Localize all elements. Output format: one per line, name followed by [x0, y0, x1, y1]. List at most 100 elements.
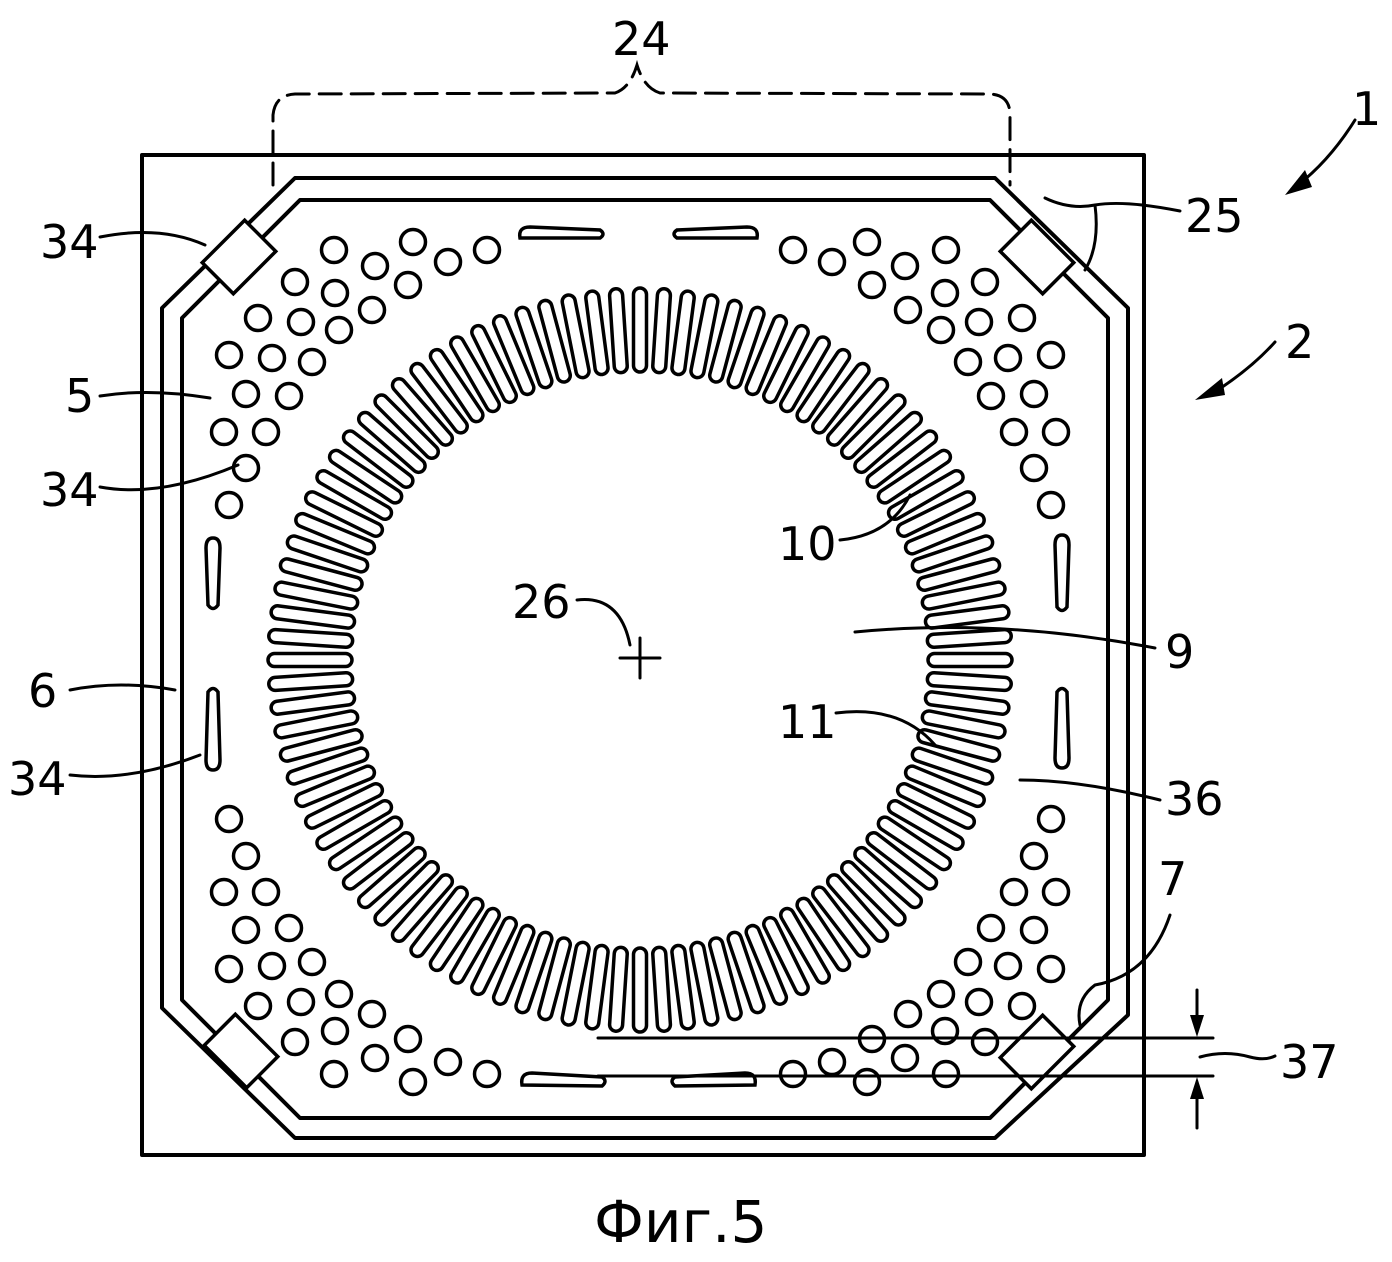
stator-slot: [651, 945, 673, 1033]
cooling-hole: [778, 1059, 808, 1089]
stator-slot: [910, 534, 995, 574]
stator-slot: [916, 727, 1002, 763]
cooling-hole: [433, 247, 463, 277]
leader-lines: [68, 118, 1357, 1027]
corner-recess-top-left: [199, 217, 279, 297]
cooling-hole: [274, 381, 304, 411]
cooling-hole: [214, 804, 244, 834]
cooling-hole: [243, 303, 273, 333]
cooling-hole: [930, 1016, 960, 1046]
stator-slot: [428, 347, 485, 424]
stator-slot: [707, 936, 743, 1022]
leader-2-arrowhead: [1195, 378, 1225, 400]
stator-slot: [449, 906, 501, 985]
stator-slot: [266, 651, 354, 669]
stator-slot: [811, 361, 871, 435]
cooling-hole: [964, 307, 994, 337]
stator-slot: [910, 746, 995, 786]
cooling-hole: [1019, 379, 1049, 409]
cooling-hole: [286, 987, 316, 1017]
stator-slot: [865, 429, 939, 489]
stator-slot: [373, 393, 441, 461]
leader-34c: [68, 753, 202, 778]
cooling-hole: [964, 987, 994, 1017]
cooling-hole: [993, 343, 1023, 373]
stator-slot: [726, 305, 766, 390]
label-2: 2: [1285, 315, 1314, 369]
cooling-hole: [398, 1067, 428, 1097]
cooling-hole: [817, 247, 847, 277]
leader-6: [68, 683, 177, 692]
cooling-hole: [280, 1027, 310, 1057]
cooling-hole: [231, 915, 261, 945]
tapered-slot-left-upper: [204, 536, 222, 611]
stator-slot: [825, 873, 890, 944]
stator-slot: [267, 627, 355, 649]
stator-slot: [853, 410, 924, 475]
cooling-hole: [360, 1043, 390, 1073]
cooling-hole: [280, 267, 310, 297]
arrow-up: [1190, 1077, 1204, 1099]
stator-slot: [920, 709, 1007, 740]
cooling-hole: [324, 979, 354, 1009]
cooling-hole: [1019, 453, 1049, 483]
cooling-hole: [976, 913, 1006, 943]
stator-slot: [269, 604, 357, 630]
stator-slot: [925, 671, 1013, 693]
leader-34a: [98, 231, 207, 247]
label-6: 6: [28, 664, 57, 718]
cooling-hole: [893, 295, 923, 325]
leader-10: [838, 493, 912, 542]
stator-slot: [607, 287, 629, 375]
cooling-hole: [297, 347, 327, 377]
stator-slot: [390, 873, 455, 944]
stator-slot: [584, 943, 610, 1031]
stator-slot: [895, 782, 977, 830]
stator-slot: [670, 943, 696, 1031]
reference-labels: 24 1 25 2 34 5 34 10 26 9 6 11 34 36 7 3…: [8, 12, 1381, 1089]
stator-slot: [631, 946, 649, 1034]
label-7: 7: [1158, 852, 1187, 906]
tapered-slot-top-left: [517, 225, 605, 240]
stator-slot: [303, 490, 385, 538]
cooling-hole: [393, 270, 423, 300]
stator-slot: [811, 885, 871, 959]
stator-slot: [449, 335, 501, 414]
cooling-hole: [852, 1067, 882, 1097]
cooling-hole: [976, 381, 1006, 411]
tapered-slot-right-lower: [1053, 686, 1071, 770]
label-34-top: 34: [40, 215, 99, 269]
label-34-low: 34: [8, 752, 67, 806]
stator-slot: [839, 393, 907, 461]
cooling-hole: [472, 1059, 502, 1089]
stator-slot: [920, 580, 1007, 611]
stator-slot: [903, 764, 986, 809]
stator-slot: [303, 782, 385, 830]
stator-slot: [839, 859, 907, 927]
cooling-hole: [857, 270, 887, 300]
tapered-slot-left-lower: [204, 686, 222, 772]
corner-recess-bottom-left: [201, 1011, 281, 1091]
stator-slot: [707, 298, 743, 384]
stator-slot: [607, 945, 629, 1033]
cooling-hole: [931, 235, 961, 265]
cooling-hole: [231, 379, 261, 409]
tapered-slot-right-upper: [1053, 533, 1071, 613]
cooling-hole: [970, 1027, 1000, 1057]
stator-slot: [278, 557, 364, 593]
stator-slot: [373, 859, 441, 927]
cooling-hole: [209, 877, 239, 907]
leader-25: [1043, 196, 1182, 272]
cooling-hole: [1019, 915, 1049, 945]
stator-slot: [689, 940, 720, 1027]
leader-34b: [98, 463, 240, 492]
stator-slot: [470, 323, 518, 405]
stator-slot: [294, 511, 377, 556]
leader-11: [834, 710, 937, 747]
cooling-hole: [319, 1059, 349, 1089]
stator-slot: [267, 671, 355, 693]
cooling-hole: [890, 251, 920, 281]
stator-slot: [744, 314, 789, 397]
stator-slot: [744, 923, 789, 1006]
cooling-hole: [1007, 303, 1037, 333]
